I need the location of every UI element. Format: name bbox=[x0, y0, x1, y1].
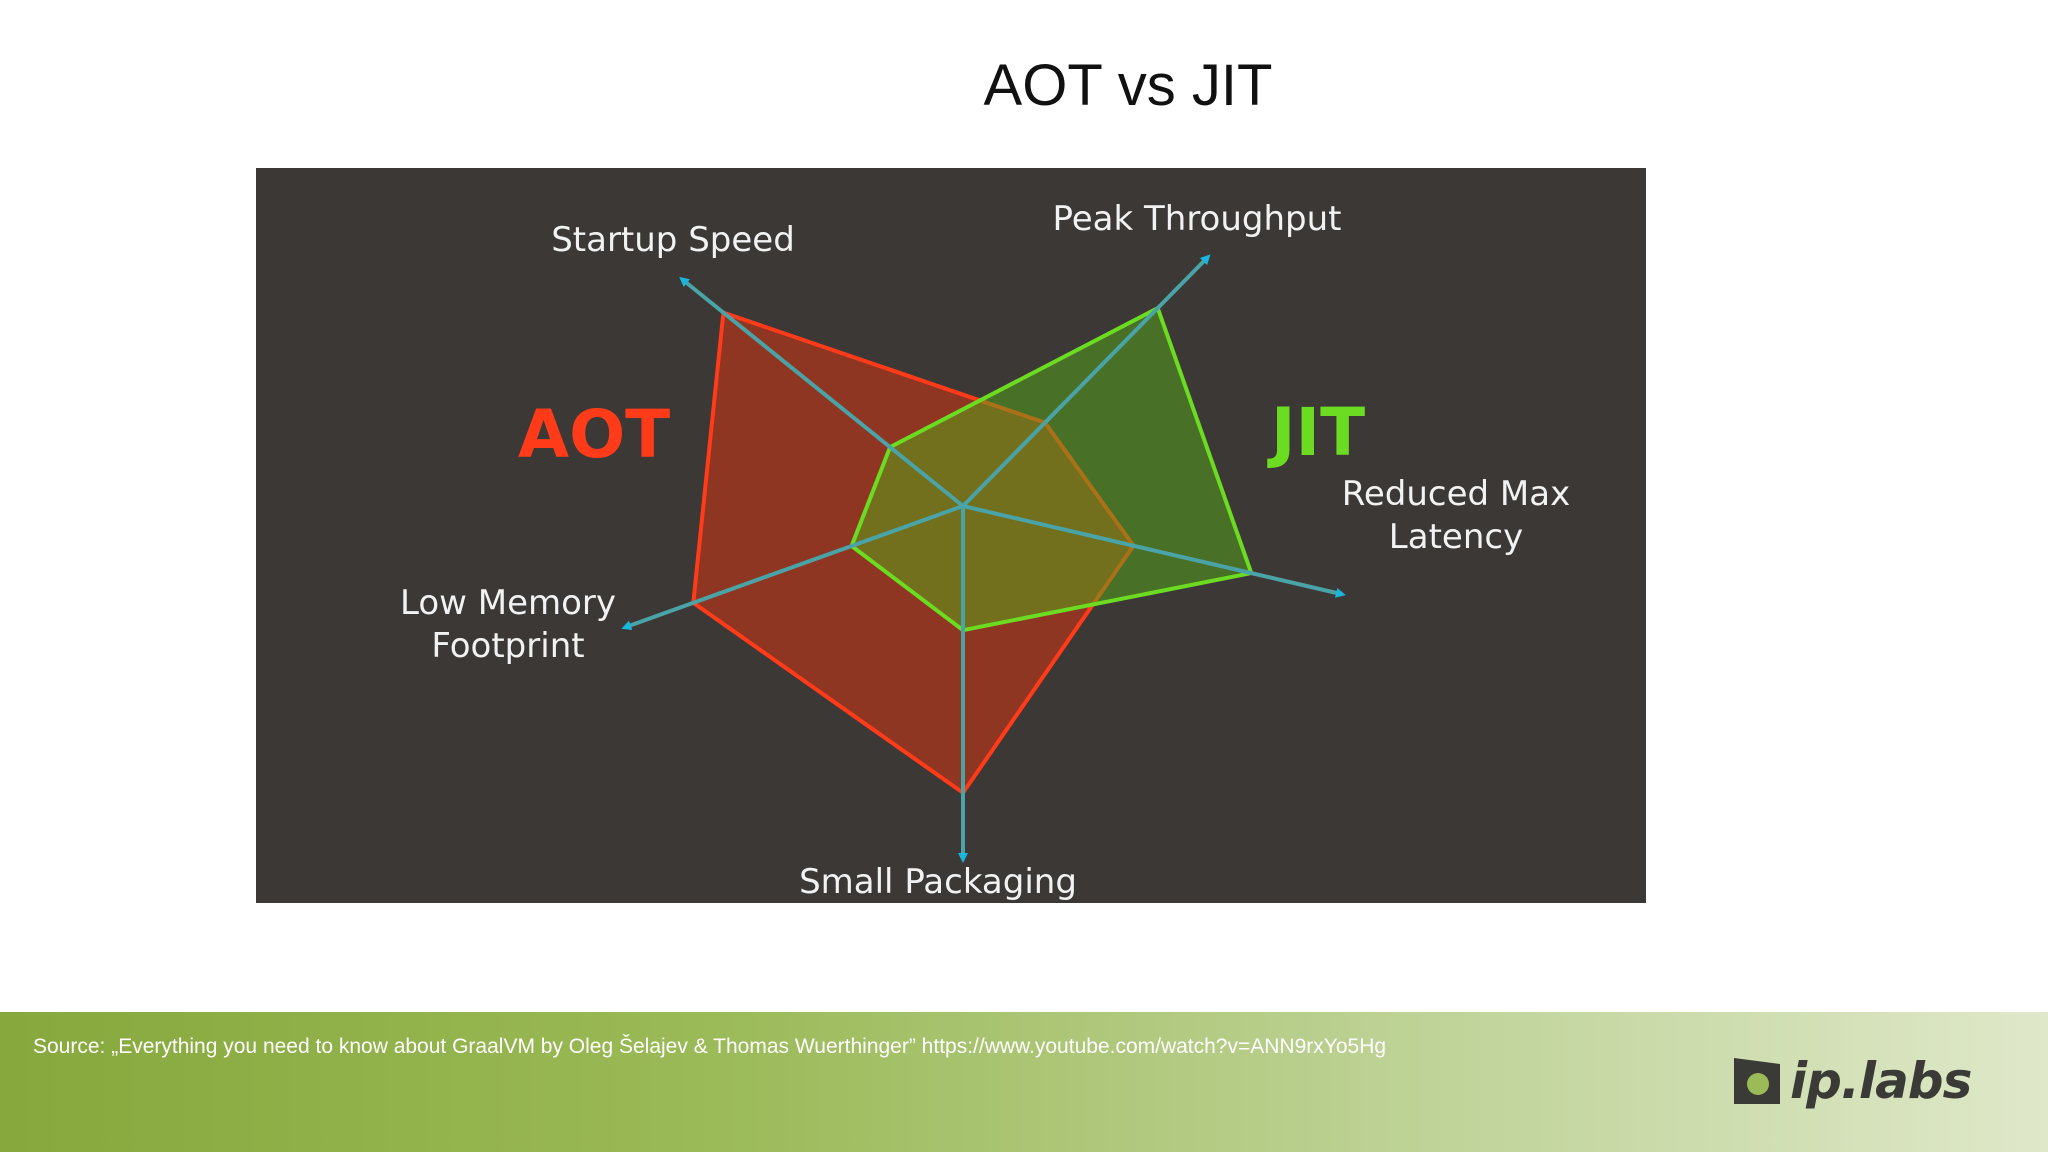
axis-line-low-memory-footprint bbox=[621, 504, 964, 631]
axis-line-peak-throughput bbox=[961, 254, 1211, 508]
axis-label-low-memory: Low Memory bbox=[400, 583, 616, 623]
axis-line-reduced-max-latency bbox=[962, 504, 1346, 598]
axis-label-peak-throughput: Peak Throughput bbox=[1052, 199, 1341, 239]
series-polygon-jit bbox=[849, 306, 1254, 633]
iplabs-logo: ip.labs bbox=[1730, 1052, 2010, 1122]
axis-label-small-packaging: Small Packaging bbox=[799, 862, 1077, 902]
logo-wordmark: ip.labs bbox=[1790, 1052, 1972, 1110]
series-layer bbox=[691, 306, 1254, 795]
axis-layer bbox=[621, 254, 1346, 863]
radar-chart: Startup Speed Peak Throughput Reduced Ma… bbox=[256, 168, 1646, 903]
series-label-aot: AOT bbox=[518, 396, 670, 473]
axis-label-latency: Latency bbox=[1389, 517, 1523, 557]
source-citation: Source: „Everything you need to know abo… bbox=[33, 1035, 1387, 1058]
axis-label-startup-speed: Startup Speed bbox=[551, 220, 795, 260]
footer-band: Source: „Everything you need to know abo… bbox=[0, 1012, 2048, 1152]
axis-label-reduced-max-latency: Reduced Max bbox=[1342, 474, 1570, 514]
camera-logo-icon bbox=[1734, 1058, 1780, 1104]
axis-line-startup-speed bbox=[679, 276, 965, 508]
slide-title: AOT vs JIT bbox=[983, 53, 1273, 118]
series-label-jit: JIT bbox=[1267, 394, 1365, 471]
axis-label-footprint: Footprint bbox=[431, 626, 584, 666]
radar-chart-svg: Startup Speed Peak Throughput Reduced Ma… bbox=[400, 199, 1570, 902]
